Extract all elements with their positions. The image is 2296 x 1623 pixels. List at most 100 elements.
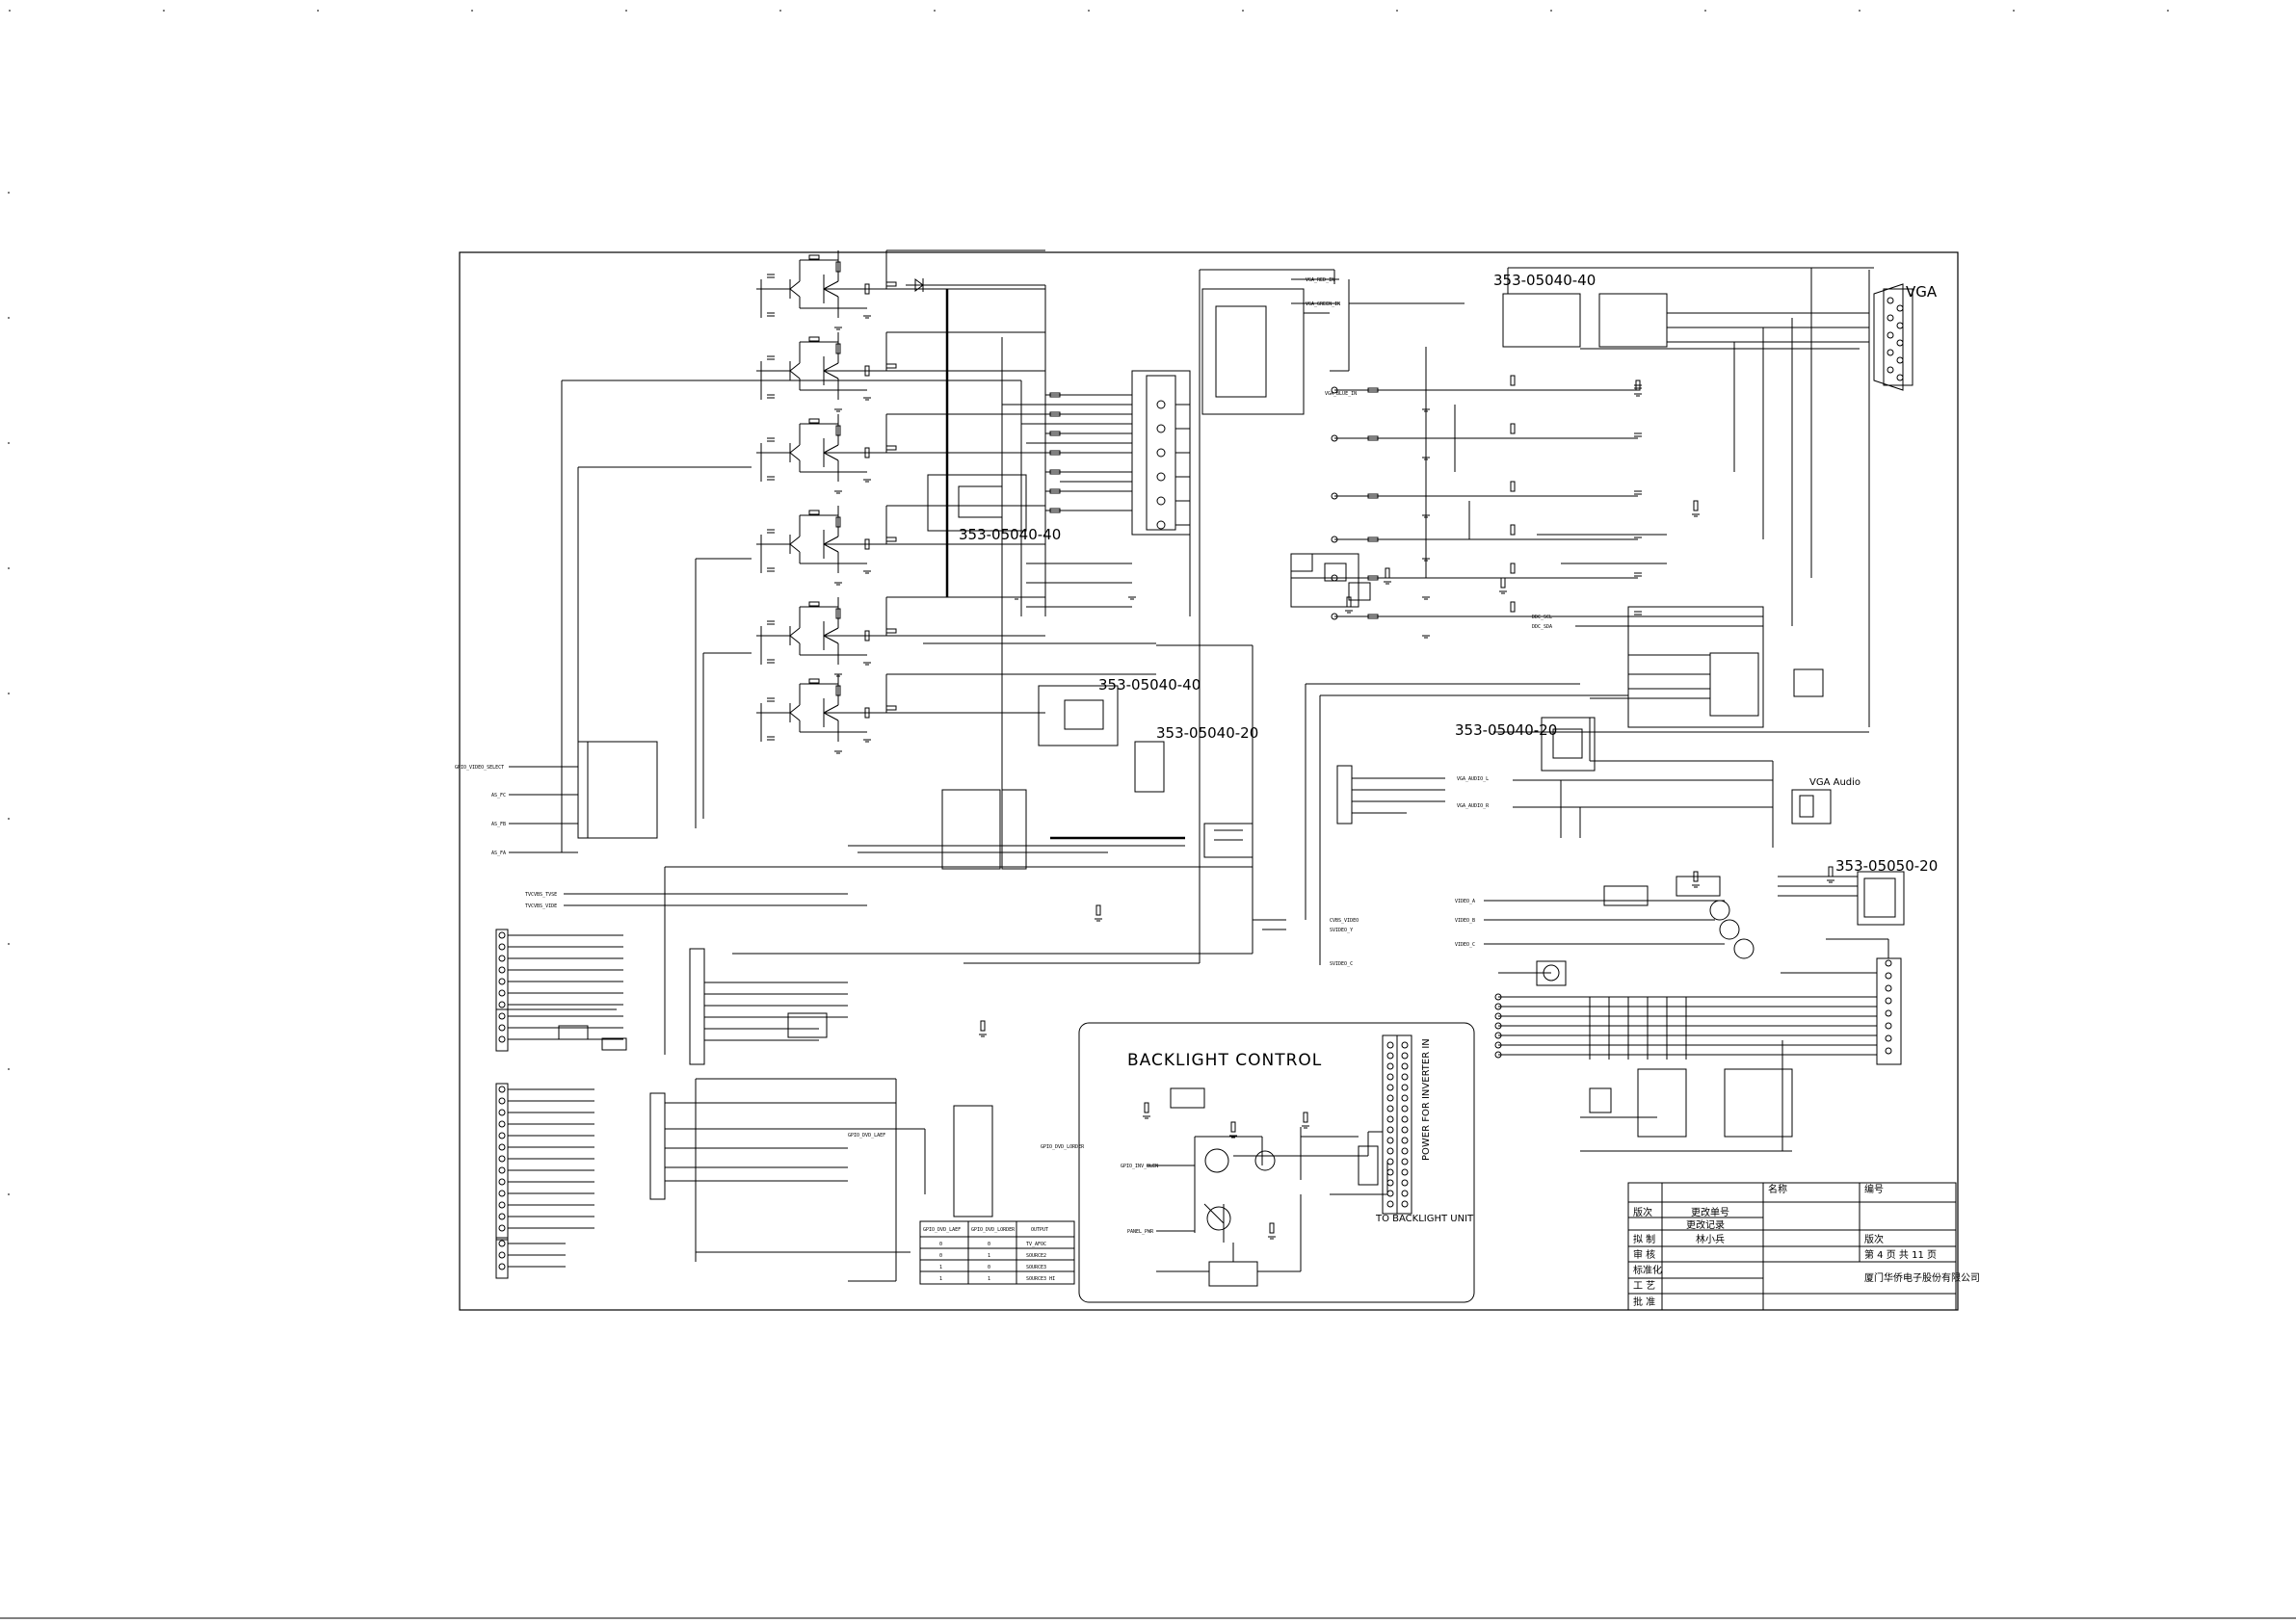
resistor-icon [980, 1020, 986, 1032]
connector-pin-icon [1156, 496, 1166, 506]
connector-pin-icon [1401, 1105, 1409, 1113]
connector-pin-icon [1386, 1137, 1394, 1144]
resistor-icon [1510, 375, 1516, 386]
connector-pin-icon [1156, 400, 1166, 409]
connector-pin-icon [1885, 997, 1892, 1005]
wire-segment [789, 370, 801, 380]
resistor-icon [1367, 387, 1379, 393]
connector-pin-icon [1386, 1115, 1394, 1123]
ic-body [1348, 582, 1371, 601]
connector-pin-icon [1401, 1179, 1409, 1187]
truth-table-cell: 1 [988, 1253, 990, 1259]
ddc-eeprom [1575, 606, 1824, 728]
resistor-icon [864, 630, 870, 641]
resistor-icon [1828, 866, 1834, 877]
resistor-icon [808, 336, 820, 342]
top-middle-ic [1201, 278, 1465, 415]
connector-pin-icon [1386, 1052, 1394, 1060]
module-block-top-right [1502, 293, 1668, 348]
connector-pin-icon [1331, 613, 1338, 620]
connector-pin-icon [1401, 1073, 1409, 1081]
transistor-body [601, 1037, 627, 1051]
backlight-power-label: POWER FOR INVERTER IN [1421, 1038, 1432, 1161]
module-label-top-right: 353-05040-40 [1493, 272, 1596, 289]
truth-table-cell: 1 [939, 1276, 942, 1282]
connector-pin-icon [1386, 1190, 1394, 1197]
resistor-icon [885, 537, 897, 542]
connector-pin-icon [1494, 1012, 1502, 1020]
resistor-icon [808, 254, 820, 260]
resistor-icon [1049, 450, 1061, 456]
ic-body [1290, 553, 1313, 572]
resistor-icon [1095, 904, 1101, 916]
connector-body [495, 1083, 509, 1241]
truth-table-cell: 0 [988, 1242, 990, 1247]
connector-pin-icon [1386, 1105, 1394, 1113]
inverter-connector [1382, 1034, 1412, 1215]
resistor-icon [885, 445, 897, 451]
vga-pin-icon [1887, 314, 1894, 322]
panel-bus-lines [1494, 959, 1892, 1060]
connector-pin-icon [1386, 1168, 1394, 1176]
title-process-label: 工 艺 [1633, 1280, 1655, 1292]
wire-segment [789, 704, 801, 714]
connector-pin-icon [498, 1240, 506, 1247]
drawing-frame [459, 251, 1959, 1311]
module-block-lower-right [1541, 717, 1596, 772]
title-change-record-label: 更改记录 [1686, 1218, 1725, 1231]
connector-pin-icon [498, 1213, 506, 1220]
title-block [1627, 1182, 1957, 1311]
net-ddc-scl: DDC_SCL [1532, 615, 1552, 620]
resistor-icon [1367, 575, 1379, 581]
title-drafter-label: 拟 制 [1633, 1233, 1655, 1245]
net-panel-pwr: PANEL_PWR [1127, 1229, 1154, 1235]
title-company: 厦门华侨电子股份有限公司 [1864, 1271, 1980, 1284]
module-block-3 [1134, 741, 1165, 793]
connector-pin-icon [1494, 993, 1502, 1001]
resistor-icon [1049, 469, 1061, 475]
connector-pin-icon [1401, 1094, 1409, 1102]
connector-pin-icon [1401, 1126, 1409, 1134]
net-ddc-sda: DDC_SDA [1532, 624, 1552, 630]
resistor-icon [864, 447, 870, 458]
resistor-icon [835, 343, 841, 354]
connector-pin-icon [1885, 959, 1892, 967]
net-video-b: VIDEO_B [1455, 918, 1475, 924]
connector-pin-icon [1401, 1200, 1409, 1208]
connector-pin-icon [1156, 472, 1166, 482]
ic-body [1324, 563, 1347, 582]
title-page-text: 第 4 页 共 11 页 [1864, 1248, 1937, 1261]
net-tvcvbs-tvse: TVCVBS_TVSE [525, 892, 557, 898]
connector-pin-icon [1386, 1126, 1394, 1134]
resistor-icon [1049, 392, 1061, 398]
resistor-icon [1510, 601, 1516, 613]
resistor-icon [864, 283, 870, 295]
left-net-inputs [509, 766, 867, 906]
connector-pin-icon [1401, 1158, 1409, 1165]
wire-segment [789, 280, 801, 290]
resistor-icon [1269, 1222, 1275, 1234]
top-right-traces [1305, 267, 1874, 965]
wire-segment [823, 543, 839, 553]
vga-pin-icon [1896, 322, 1904, 329]
truth-table-cell: 0 [939, 1253, 942, 1259]
vga-audio-label: VGA Audio [1809, 777, 1861, 788]
wire-segment [823, 288, 839, 298]
resistor-icon [1049, 411, 1061, 417]
sheet-tick-marks [0, 10, 2296, 1619]
left-buses [561, 285, 1046, 852]
vga-connector [1873, 283, 1913, 391]
net-video-a: VIDEO_A [1455, 899, 1475, 904]
truth-table-cell: 1 [988, 1276, 990, 1282]
resistor-icon [835, 608, 841, 619]
video-mux-ic [577, 741, 658, 839]
wire-segment [789, 444, 801, 454]
net-dvd-lorder: GPIO_DVD_LORDER [1041, 1144, 1085, 1150]
title-change-no-label: 更改单号 [1691, 1206, 1729, 1218]
wire-segment [789, 452, 801, 461]
connector-pin-icon [1401, 1062, 1409, 1070]
connector-pin-icon [1401, 1147, 1409, 1155]
left-connectors [495, 929, 627, 1279]
vga-audio-area [1336, 718, 1832, 848]
